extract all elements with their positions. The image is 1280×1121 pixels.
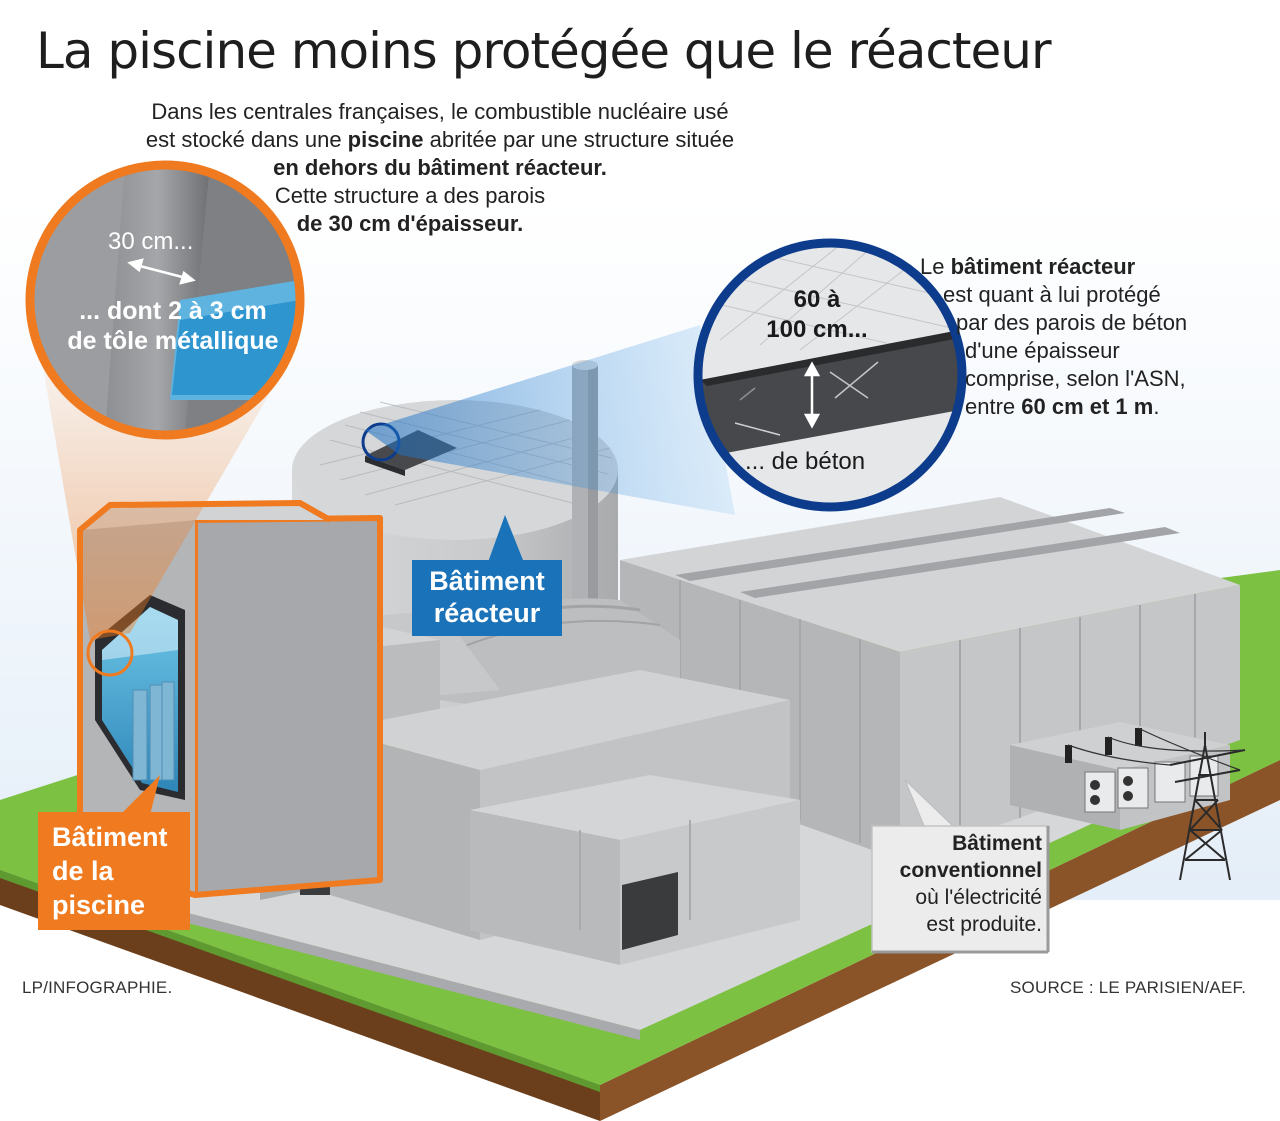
reactor-thickness-arrow bbox=[803, 361, 821, 429]
intro-text: Dans les centrales françaises, le combus… bbox=[100, 98, 780, 238]
pool-thickness-arrow bbox=[127, 258, 196, 285]
pool-thickness-label: 30 cm... bbox=[108, 228, 194, 255]
intro-line: est stocké dans une piscine abritée par … bbox=[145, 127, 735, 152]
turbine-front-right bbox=[900, 585, 1240, 860]
reactor-material-label: ... de béton bbox=[745, 448, 866, 475]
door-main bbox=[622, 872, 678, 950]
pool-magnifier bbox=[25, 160, 305, 440]
intro-line: en dehors du bâtiment réacteur. bbox=[273, 155, 607, 180]
aux-roof bbox=[330, 670, 790, 770]
reactor-thickness-label: 60 à 100 cm... bbox=[766, 286, 868, 343]
intro-line: de 30 cm d'épaisseur. bbox=[296, 211, 524, 236]
reactor-label-tail bbox=[487, 515, 525, 565]
transformers bbox=[1065, 728, 1219, 813]
pool-building-side bbox=[192, 515, 383, 898]
pool-label-tail bbox=[120, 775, 160, 815]
pool-building-label: Bâtiment de la piscine bbox=[52, 822, 168, 920]
source-text: SOURCE : LE PARISIEN/AEF. bbox=[1010, 978, 1247, 997]
pool-metal-label: ... dont 2 à 3 cm de tôle métallique bbox=[67, 297, 279, 355]
reactor-magnifier bbox=[693, 238, 967, 512]
credit-text: LP/INFOGRAPHIE. bbox=[22, 978, 173, 997]
power-pylon bbox=[1169, 732, 1246, 881]
reactor-beam bbox=[365, 325, 735, 515]
reactor-description: Le bâtiment réacteur est quant à lui pro… bbox=[920, 254, 1188, 419]
reactor-label-box bbox=[412, 560, 562, 636]
page-title: La piscine moins protégée que le réacteu… bbox=[36, 22, 1052, 80]
intro-line: Cette structure a des parois bbox=[274, 183, 546, 208]
reactor-building-label: Bâtiment réacteur bbox=[429, 566, 545, 628]
conventional-building-label: Bâtiment conventionnel où l'électricité … bbox=[899, 832, 1042, 936]
intro-line: Dans les centrales françaises, le combus… bbox=[151, 99, 729, 124]
turbine-roof bbox=[620, 497, 1240, 652]
ground-soil-front bbox=[0, 870, 600, 1121]
pool-label-box bbox=[38, 812, 190, 930]
